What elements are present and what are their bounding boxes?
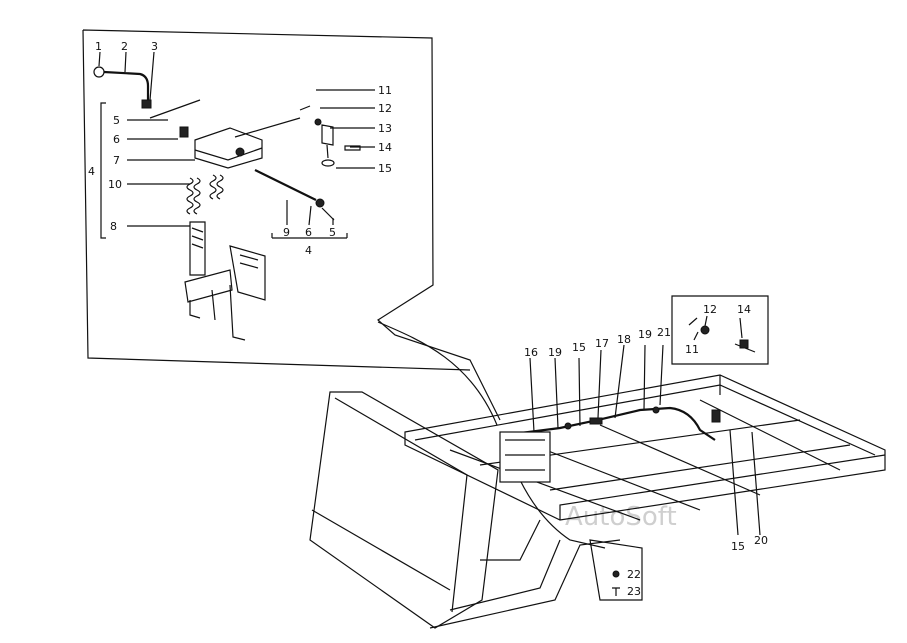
main-leaders-top	[529, 344, 664, 433]
sub-callout	[589, 539, 643, 601]
label-5b: 5	[329, 226, 336, 239]
springs	[186, 174, 224, 215]
label-11: 11	[378, 84, 392, 97]
label-6a: 6	[113, 133, 120, 146]
label-5a: 5	[113, 114, 120, 127]
label-10: 10	[108, 178, 122, 191]
lever-assembly	[93, 66, 152, 109]
label-12: 12	[378, 102, 392, 115]
label-7: 7	[113, 154, 120, 167]
main-label-19a: 19	[548, 346, 562, 359]
group-bracket-bottom	[271, 233, 348, 239]
detail-label-14: 14	[737, 303, 751, 316]
inset-callout	[82, 29, 501, 426]
right-inset-parts	[299, 105, 361, 167]
main-label-15b: 15	[731, 540, 745, 553]
detail-label-12: 12	[703, 303, 717, 316]
main-label-19b: 19	[638, 328, 652, 341]
main-label-15a: 15	[572, 341, 586, 354]
sub-label-22: 22	[627, 568, 641, 581]
rod	[254, 169, 317, 201]
inset-leaders-right	[316, 89, 375, 169]
detail-box	[671, 295, 769, 365]
valve-body	[149, 99, 301, 169]
label-15: 15	[378, 162, 392, 175]
label-14: 14	[378, 141, 392, 154]
label-4a: 4	[88, 165, 95, 178]
label-8: 8	[110, 220, 117, 233]
vehicle-body	[309, 374, 886, 629]
label-1: 1	[95, 40, 102, 53]
washer	[315, 198, 325, 208]
label-6b: 6	[305, 226, 312, 239]
main-label-17: 17	[595, 337, 609, 350]
watermark: AutoSoft	[565, 502, 677, 532]
label-3: 3	[151, 40, 158, 53]
label-13: 13	[378, 122, 392, 135]
label-9: 9	[283, 226, 290, 239]
group-bracket	[100, 102, 106, 239]
main-label-20: 20	[754, 534, 768, 547]
label-4b: 4	[305, 244, 312, 257]
inset-leaders-top	[98, 51, 155, 101]
inset-leaders-bottom	[286, 200, 334, 226]
sub-label-23: 23	[627, 585, 641, 598]
main-label-16: 16	[524, 346, 538, 359]
main-label-21: 21	[657, 326, 671, 339]
mounting-bracket	[184, 221, 266, 341]
control-cable	[499, 406, 721, 549]
main-leaders-bottom	[729, 429, 761, 536]
main-label-18: 18	[617, 333, 631, 346]
label-2: 2	[121, 40, 128, 53]
detail-label-11: 11	[685, 343, 699, 356]
inset-leaders-left	[127, 119, 195, 227]
